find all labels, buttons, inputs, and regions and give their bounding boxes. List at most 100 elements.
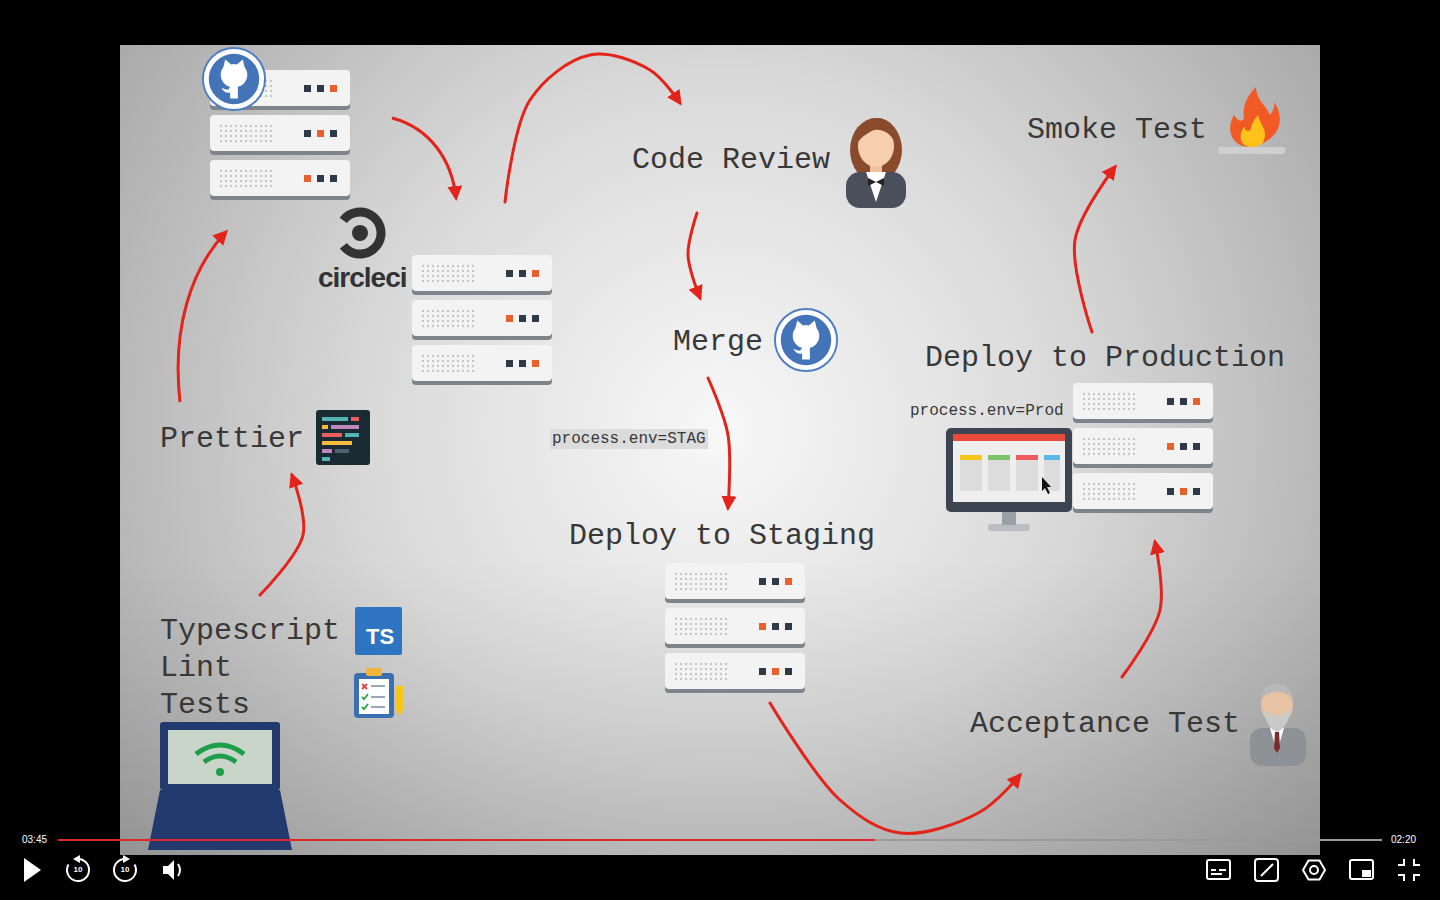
- flow-arrow: [505, 54, 680, 202]
- skip-seconds: 10: [68, 865, 88, 875]
- fire-icon: [1218, 87, 1285, 154]
- circleci-logo: [331, 204, 390, 263]
- checklist-icon: [354, 673, 394, 718]
- checklist-icon: [354, 668, 403, 718]
- flow-arrow: [708, 378, 730, 508]
- step-note: process.env=Prod: [910, 401, 1064, 421]
- circleci-logo: [352, 225, 368, 241]
- circleci-server-stack: [412, 255, 552, 385]
- flow-arrow: [1122, 542, 1161, 677]
- prettier-icon: [335, 449, 349, 453]
- player-controls: [178, 864, 180, 876]
- checklist-icon: [371, 686, 385, 707]
- monitor-icon: [953, 434, 1065, 441]
- monitor-icon: [988, 455, 1010, 491]
- monitor-icon: [988, 455, 1010, 460]
- skip-seconds: 10: [115, 865, 135, 875]
- step-name: Prettier: [160, 421, 304, 457]
- github-logo: [203, 48, 265, 110]
- player-controls: [1350, 860, 1373, 879]
- player-controls: [1211, 870, 1226, 874]
- monitor-icon: [988, 524, 1030, 531]
- checklist-icon: [362, 694, 368, 699]
- laptop-icon: [204, 756, 236, 762]
- monitor-icon: [1002, 510, 1016, 525]
- step-note: Tests: [160, 687, 250, 723]
- player-controls: [1261, 864, 1273, 876]
- prettier-icon: [322, 425, 328, 429]
- fire-icon: [1241, 115, 1265, 147]
- production-server-stack: [1073, 383, 1213, 423]
- staging-server-stack: [665, 563, 805, 603]
- github-server-stack: [210, 115, 350, 155]
- production-server-stack: [1073, 428, 1213, 468]
- reviewer-figure: [856, 118, 896, 144]
- player-controls: [1310, 866, 1318, 874]
- step-name: Acceptance Test: [970, 706, 1240, 742]
- prettier-icon: [351, 417, 359, 421]
- fire-icon: [1218, 147, 1285, 154]
- player-controls: [24, 855, 1420, 882]
- check-list: TypescriptLintTests: [155, 598, 405, 727]
- staging-server-stack: [665, 563, 805, 693]
- player-controls: [73, 855, 80, 863]
- video-frame: [120, 45, 1320, 855]
- step-name: Code Review: [632, 142, 830, 178]
- step-name: Deploy to Staging: [569, 518, 875, 554]
- prettier-icon: [322, 417, 348, 421]
- circleci-server-stack: [412, 345, 552, 385]
- monitor-icon: [953, 434, 1065, 502]
- player-controls: [1362, 870, 1371, 877]
- github-server-stack: [210, 160, 350, 200]
- progress-bar: [58, 840, 1382, 841]
- typescript-icon: [355, 607, 402, 655]
- old-man-figure: [1250, 684, 1306, 766]
- monitor-icon: [960, 455, 982, 491]
- step-label: Code Review: [625, 110, 915, 210]
- flow-arrow: [392, 118, 456, 198]
- player-controls: [163, 860, 174, 880]
- old-man-figure: [1274, 732, 1280, 753]
- reviewer-figure: [846, 172, 906, 208]
- circleci-server-stack: [412, 300, 552, 340]
- fire-icon: [1230, 87, 1280, 147]
- prettier-icon: [345, 433, 359, 437]
- production-server-stack: [1073, 473, 1213, 513]
- prettier-icon: [322, 449, 332, 453]
- monitor-icon: [946, 428, 1072, 531]
- step-label: Prettier: [155, 405, 375, 468]
- prettier-icon: [316, 410, 370, 465]
- checklist-icon: [359, 679, 389, 714]
- github-logo: [775, 309, 837, 371]
- player-controls: [114, 859, 136, 881]
- ci-server: circleci: [312, 205, 552, 393]
- step-label: Acceptance Test: [965, 680, 1310, 768]
- laptop-icon: [160, 722, 280, 790]
- prettier-icon: [331, 425, 359, 429]
- checklist-icon: [362, 684, 367, 689]
- player-controls: [1303, 861, 1325, 880]
- old-man-figure: [1263, 708, 1291, 732]
- prettier-icon: [322, 441, 352, 445]
- player-controls: [24, 858, 41, 882]
- production-server-stack: [1073, 383, 1213, 513]
- monitor-icon: [946, 428, 1072, 512]
- flow-arrow: [688, 213, 700, 298]
- step-name: Smoke Test: [1027, 112, 1207, 148]
- reviewer-figure: [866, 172, 886, 202]
- laptop-icon: [168, 730, 272, 784]
- reviewer-figure: [868, 178, 876, 186]
- laptop-icon: [216, 768, 224, 776]
- monitor-icon: [1016, 455, 1038, 460]
- old-man-figure: [1261, 684, 1293, 700]
- checklist-icon: [396, 686, 403, 716]
- progress-bar: [875, 839, 1382, 841]
- circleci-logo: [331, 204, 390, 263]
- deploy-target: Deploy to Staging: [562, 515, 887, 700]
- icon-text: TS: [366, 624, 394, 650]
- monitor-icon: [1042, 477, 1051, 494]
- player-controls: [1207, 860, 1230, 879]
- deploy-target: Deploy to Productionprocess.env=Prod: [905, 335, 1295, 535]
